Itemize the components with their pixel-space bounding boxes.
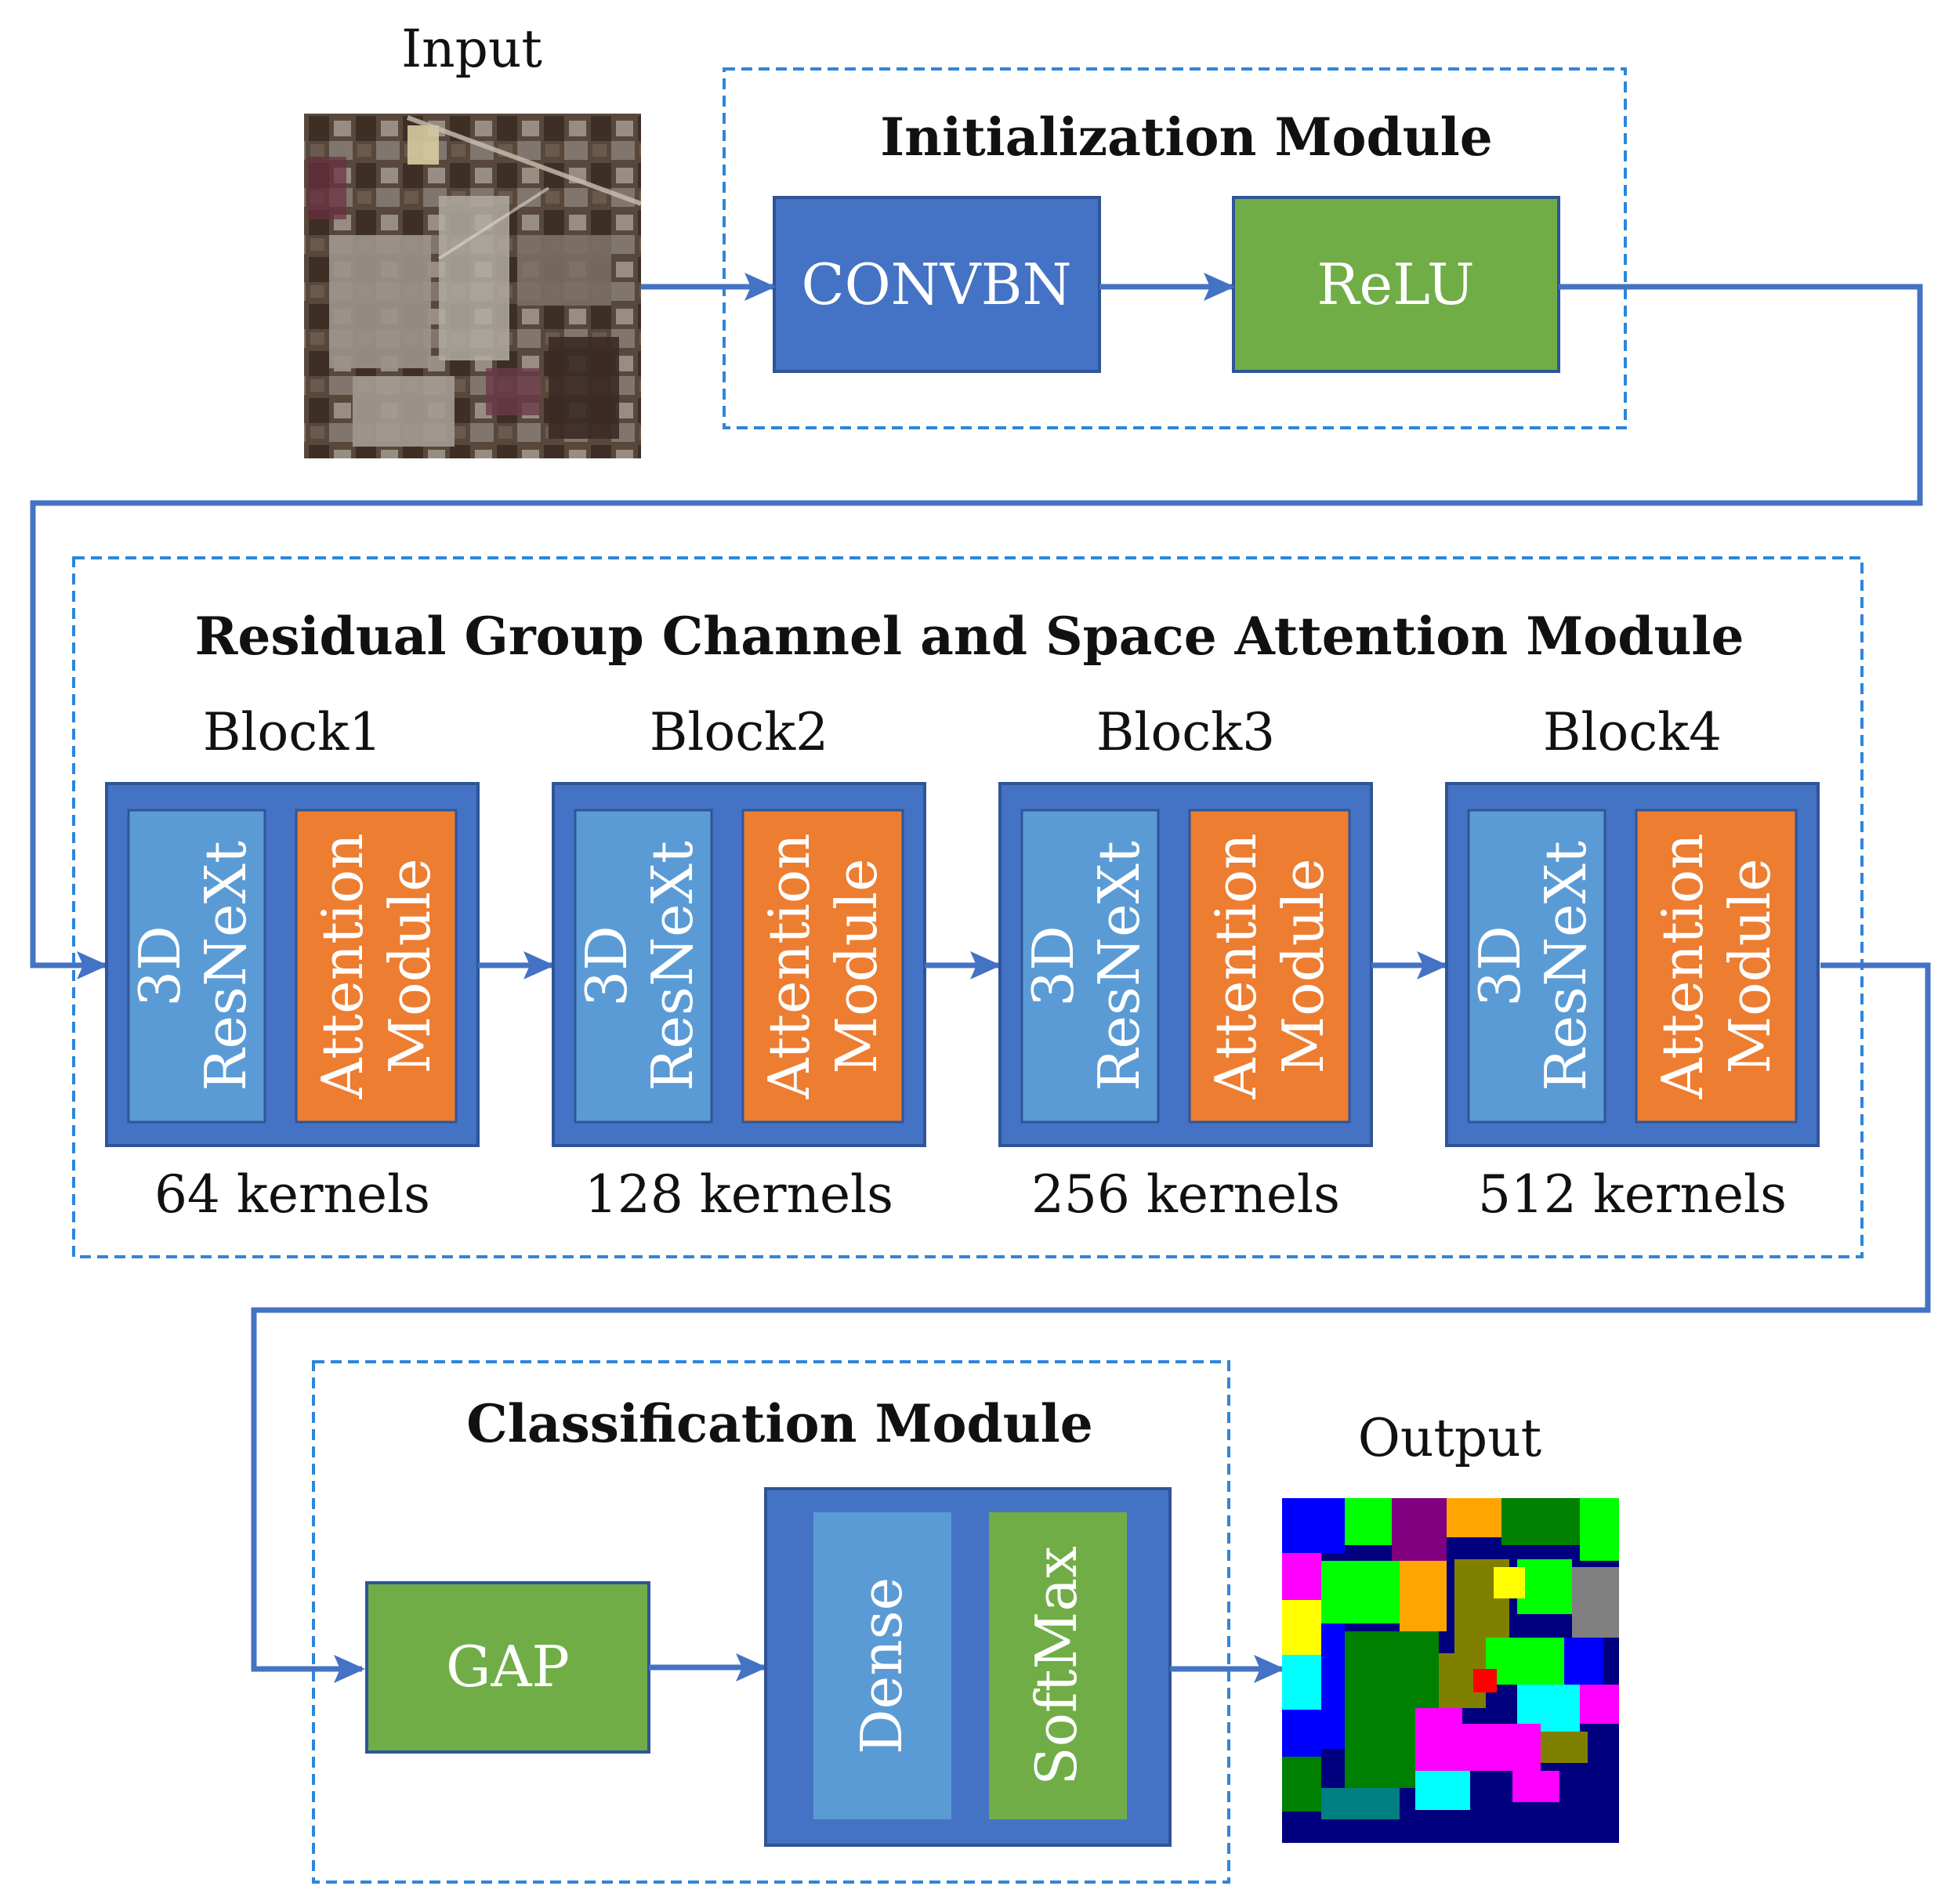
- block-1-resnext-line2: ResNeXt: [193, 841, 259, 1091]
- block-4-attention-line2: Module: [1717, 858, 1783, 1073]
- gap-box: [365, 1581, 650, 1754]
- block-4-resnext-box: [1467, 809, 1606, 1124]
- attention-module-title: Residual Group Channel and Space Attenti…: [194, 606, 1744, 667]
- connector-block4-to-gap: [251, 962, 1931, 1683]
- block-4-attention-line1: Attention: [1650, 833, 1715, 1099]
- dense-box: [813, 1512, 951, 1819]
- block-1-attention-line2: Module: [377, 858, 443, 1073]
- block-3-kernels: 256 kernels: [1031, 1164, 1340, 1225]
- block-2-attention-box: [741, 809, 904, 1124]
- softmax-label: SoftMax: [1023, 1546, 1089, 1786]
- block-3-resnext-line1: 3D: [1020, 925, 1086, 1007]
- initialization-module-title: Initialization Module: [880, 107, 1492, 168]
- block-2-resnext-box: [574, 809, 713, 1124]
- connector-relu-to-block1: [30, 284, 1923, 979]
- block-1-resnext-line1: 3D: [127, 925, 193, 1007]
- block-4-resnext-line2: ResNeXt: [1533, 841, 1599, 1091]
- attention-module-border: [72, 556, 1864, 1258]
- convbn-label: CONVBN: [801, 252, 1071, 317]
- initialization-module-border: [723, 67, 1627, 429]
- block-1-resnext-box: [127, 809, 266, 1124]
- block-2-title: Block2: [650, 702, 828, 762]
- convbn-box: [773, 196, 1101, 373]
- relu-label: ReLU: [1317, 252, 1474, 317]
- block-2-kernels: 128 kernels: [585, 1164, 893, 1225]
- softmax-box: [989, 1512, 1127, 1819]
- classification-module-border: [312, 1360, 1230, 1884]
- input-satellite-image: [304, 114, 643, 458]
- dense-label: Dense: [849, 1577, 915, 1754]
- block-3-resnext-box: [1020, 809, 1160, 1124]
- block-3-attention-line1: Attention: [1203, 833, 1269, 1099]
- relu-box: [1232, 196, 1560, 373]
- block-1-attention-box: [295, 809, 458, 1124]
- block-2-attention-line2: Module: [824, 858, 889, 1073]
- block-4-title: Block4: [1543, 702, 1722, 762]
- block-1-attention-line1: Attention: [310, 833, 375, 1099]
- output-classification-map: [1282, 1498, 1619, 1843]
- output-label: Output: [1358, 1408, 1541, 1468]
- classification-module-title: Classification Module: [466, 1393, 1093, 1454]
- block-4-attention-box: [1635, 809, 1798, 1124]
- block-3-resnext-line2: ResNeXt: [1086, 841, 1152, 1091]
- block-3-attention-line2: Module: [1270, 858, 1336, 1073]
- block-2-attention-line1: Attention: [756, 833, 822, 1099]
- block-2-resnext-line1: 3D: [574, 925, 639, 1007]
- gap-label: GAP: [446, 1634, 570, 1699]
- block-4-kernels: 512 kernels: [1478, 1164, 1787, 1225]
- block-1-title: Block1: [203, 702, 382, 762]
- block-1-kernels: 64 kernels: [154, 1164, 430, 1225]
- block-4-resnext-line1: 3D: [1467, 925, 1533, 1007]
- block-2-resnext-line2: ResNeXt: [639, 841, 705, 1091]
- block-3-attention-box: [1188, 809, 1351, 1124]
- block-3-title: Block3: [1096, 702, 1275, 762]
- input-label: Input: [401, 19, 542, 79]
